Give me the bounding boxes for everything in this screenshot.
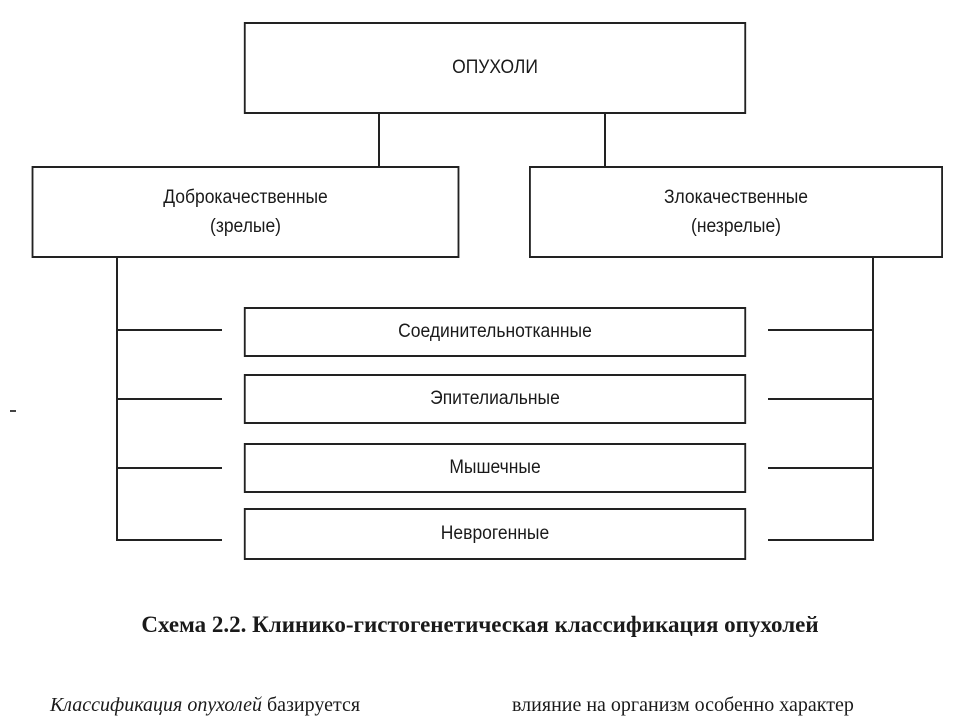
type-label-connective: Соединительнотканные — [398, 321, 592, 343]
malignant-box: Злокачественные (незрелые) — [529, 166, 943, 258]
body-text-right: влияние на организм особенно характер — [512, 694, 854, 716]
root-label: ОПУХОЛИ — [452, 57, 538, 79]
root-connector-left — [378, 112, 380, 166]
benign-branch-1 — [116, 329, 222, 331]
stray-mark — [10, 410, 16, 412]
benign-branch-3 — [116, 467, 222, 469]
benign-sublabel: (зрелые) — [209, 216, 282, 237]
type-label-neurogenic: Неврогенные — [440, 523, 550, 545]
type-box-neurogenic: Неврогенные — [243, 508, 747, 560]
type-box-muscle: Мышечные — [243, 443, 747, 493]
type-label-epithelial: Эпителиальные — [430, 388, 560, 410]
root-box: ОПУХОЛИ — [243, 22, 747, 114]
benign-box: Доброкачественные (зрелые) — [31, 166, 460, 258]
malignant-label: Злокачественные — [663, 186, 809, 208]
malignant-branch-3 — [768, 467, 874, 469]
benign-label: Доброкачественные — [163, 186, 328, 208]
body-text-left-rest: базируется — [261, 694, 361, 716]
benign-branch-4 — [116, 539, 222, 541]
malignant-branch-1 — [768, 329, 874, 331]
malignant-sublabel: (незрелые) — [690, 216, 781, 237]
type-box-epithelial: Эпителиальные — [243, 374, 747, 424]
body-text-left: Классификация опухолей базируется — [50, 694, 360, 717]
root-connector-right — [604, 112, 606, 166]
figure-caption: Схема 2.2. Клинико-гистогенетическая кла… — [141, 612, 819, 637]
benign-branch-2 — [116, 398, 222, 400]
malignant-branch-4 — [768, 539, 874, 541]
type-label-muscle: Мышечные — [449, 457, 541, 479]
body-text-left-italic: Классификация опухолей — [50, 694, 262, 716]
type-box-connective: Соединительнотканные — [243, 307, 747, 357]
malignant-branch-2 — [768, 398, 874, 400]
